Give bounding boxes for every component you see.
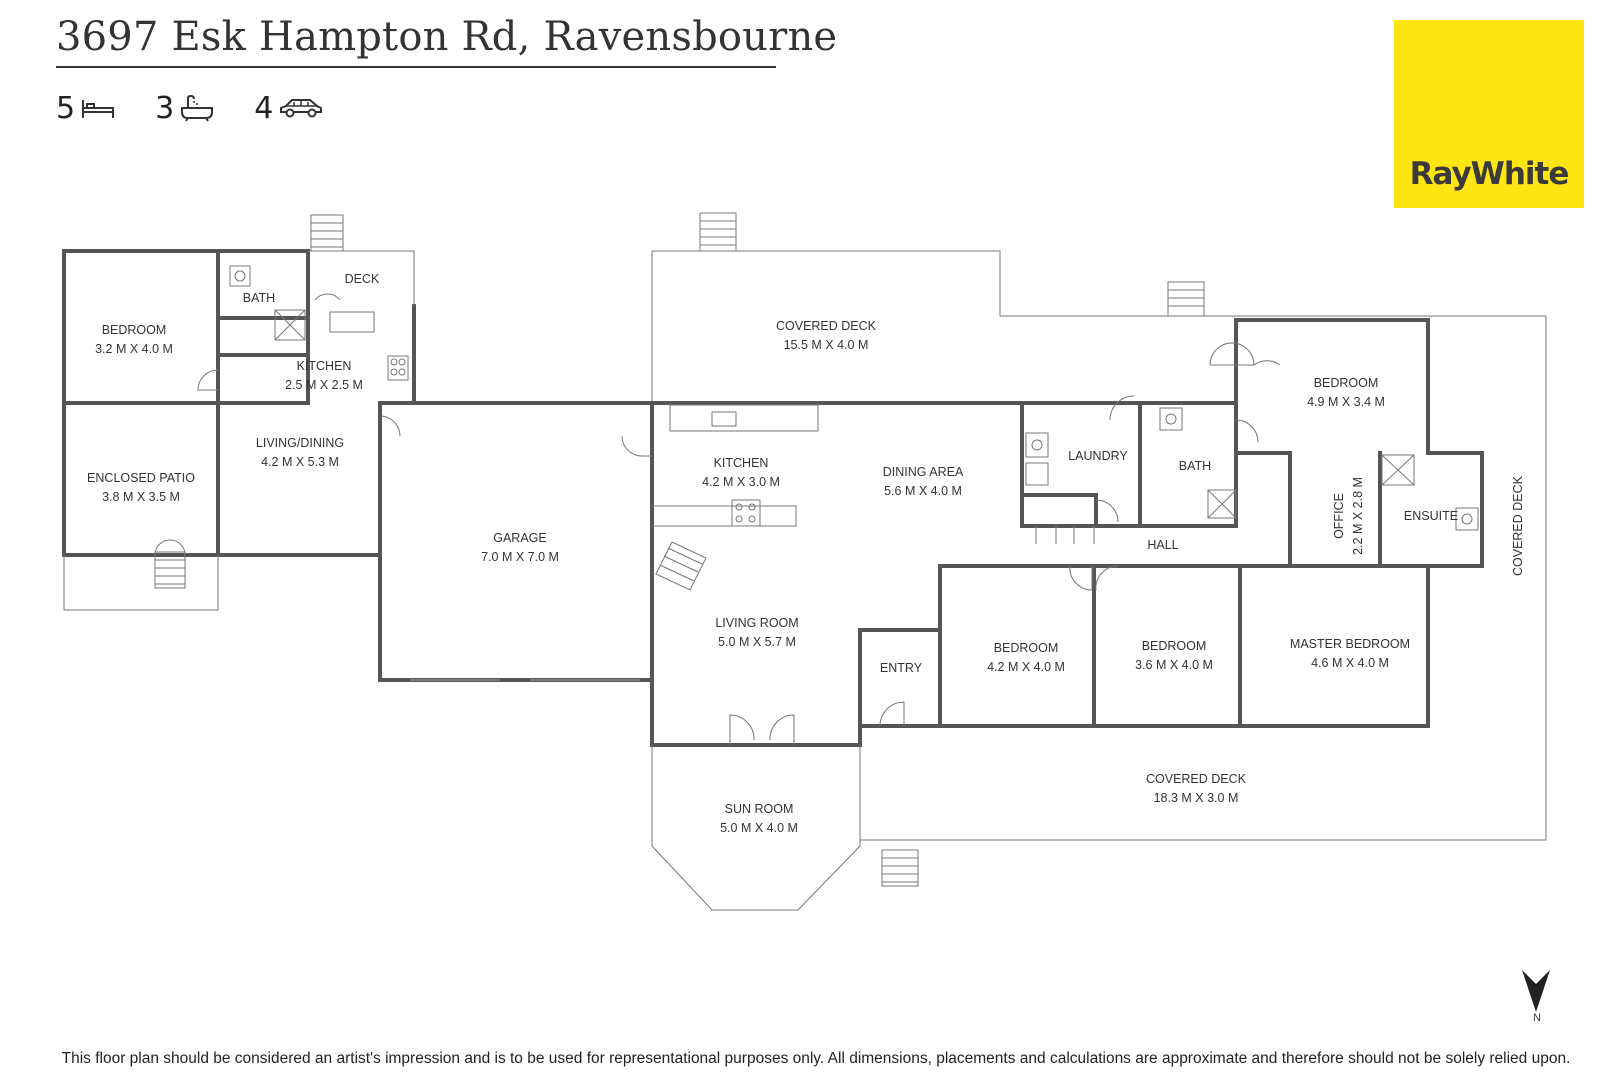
bedroom-w-size: 3.2 M X 4.0 M — [95, 342, 173, 356]
bedroom-count-value: 5 — [56, 90, 76, 126]
bath-icon — [181, 94, 214, 122]
bath-w-name: BATH — [243, 291, 275, 305]
covered-deck-n-name: COVERED DECK — [776, 319, 877, 333]
bathroom-count-value: 3 — [155, 90, 175, 126]
disclaimer: This floor plan should be considered an … — [61, 1050, 1571, 1067]
sun-room-name: SUN ROOM — [725, 802, 794, 816]
property-stats: 5 3 4 — [56, 88, 363, 128]
living-dining-name: LIVING/DINING — [256, 436, 344, 450]
office-name: OFFICE — [1332, 493, 1346, 539]
covered-deck-e-name: COVERED DECK — [1511, 475, 1525, 576]
west-wing-fixtures — [154, 214, 409, 589]
ray-white-logo: RayWhite — [1394, 20, 1584, 208]
covered-deck-n-size: 15.5 M X 4.0 M — [784, 338, 869, 352]
living-room-name: LIVING ROOM — [715, 616, 798, 630]
north-arrow-icon — [1522, 970, 1550, 1012]
entry-name: ENTRY — [880, 661, 923, 675]
deck-w-name: DECK — [345, 272, 380, 286]
laundry-name: LAUNDRY — [1068, 449, 1128, 463]
master-name: MASTER BEDROOM — [1290, 637, 1410, 651]
patio-name: ENCLOSED PATIO — [87, 471, 195, 485]
living-dining-size: 4.2 M X 5.3 M — [261, 455, 339, 469]
patio-size: 3.8 M X 3.5 M — [102, 490, 180, 504]
bedroom-ne-name: BEDROOM — [1314, 376, 1379, 390]
west-wing-walls — [62, 249, 416, 611]
hall-name: HALL — [1147, 538, 1178, 552]
kitchen-name: KITCHEN — [714, 456, 769, 470]
car-space-count: 4 — [254, 91, 323, 126]
bedroom-b-size: 3.6 M X 4.0 M — [1135, 658, 1213, 672]
bedroom-b-name: BEDROOM — [1142, 639, 1207, 653]
kitchen-w-size: 2.5 M X 2.5 M — [285, 378, 363, 392]
office-size: 2.2 M X 2.8 M — [1351, 477, 1365, 555]
kitchen-size: 4.2 M X 3.0 M — [702, 475, 780, 489]
dining-size: 5.6 M X 4.0 M — [884, 484, 962, 498]
page-title: 3697 Esk Hampton Rd, Ravensbourne — [56, 14, 837, 68]
dining-name: DINING AREA — [883, 465, 964, 479]
bath-name: BATH — [1179, 459, 1211, 473]
car-icon — [280, 99, 323, 118]
bed-icon — [82, 100, 115, 118]
main-house-walls — [650, 250, 1547, 841]
bathroom-count: 3 — [155, 91, 214, 126]
logo-text: RayWhite — [1409, 156, 1570, 192]
master-size: 4.6 M X 4.0 M — [1311, 656, 1389, 670]
ensuite-name: ENSUITE — [1404, 509, 1458, 523]
bedroom-ne-size: 4.9 M X 3.4 M — [1307, 395, 1385, 409]
room-labels: BEDROOM 3.2 M X 4.0 M BATH DECK KITCHEN … — [87, 272, 1525, 835]
sun-room-size: 5.0 M X 4.0 M — [720, 821, 798, 835]
bedroom-a-size: 4.2 M X 4.0 M — [987, 660, 1065, 674]
kitchen-w-name: KITCHEN — [297, 359, 352, 373]
covered-deck-s-size: 18.3 M X 3.0 M — [1154, 791, 1239, 805]
car-space-count-value: 4 — [254, 90, 274, 126]
covered-deck-s-name: COVERED DECK — [1146, 772, 1247, 786]
garage-size: 7.0 M X 7.0 M — [481, 550, 559, 564]
main-house-fixtures — [621, 212, 1479, 887]
bedroom-a-name: BEDROOM — [994, 641, 1059, 655]
bedroom-w-name: BEDROOM — [102, 323, 167, 337]
north-label: N — [1533, 1012, 1541, 1024]
living-room-size: 5.0 M X 5.7 M — [718, 635, 796, 649]
bedroom-count: 5 — [56, 91, 115, 126]
garage-name: GARAGE — [493, 531, 547, 545]
sun-room-walls — [651, 745, 861, 911]
